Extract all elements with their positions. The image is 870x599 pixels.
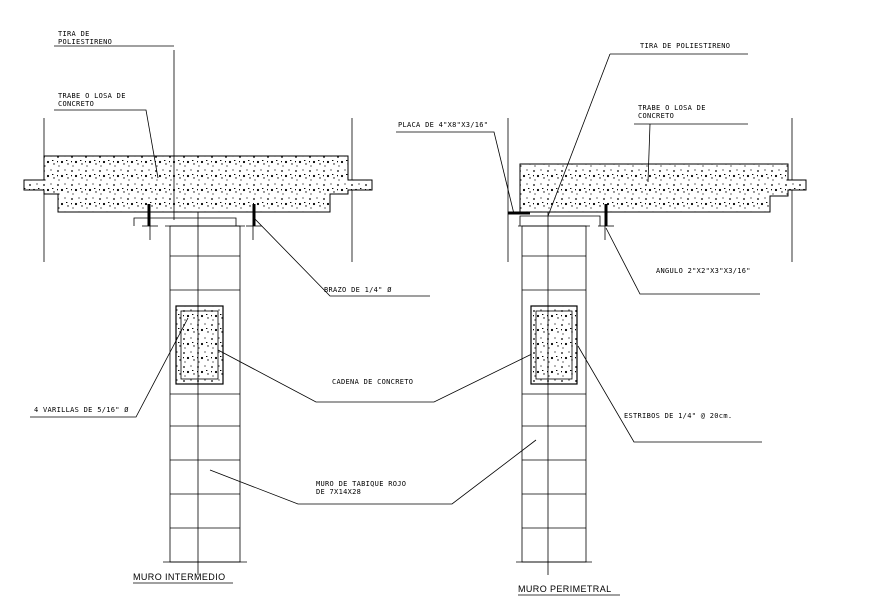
varillas-label: 4 VARILLAS DE 5/16" Ø: [34, 406, 129, 414]
left-detail: TIRA DE POLIESTIRENO TRABE O LOSA DE CON…: [23, 30, 541, 584]
right-concrete-chain: [530, 305, 578, 385]
right-detail: TIRA DE POLIESTIRENO PLACA DE 4"X8"X3/16…: [396, 42, 807, 596]
brazo-label: BRAZO DE 1/4" Ø: [324, 286, 392, 294]
right-detail-title: MURO PERIMETRAL: [518, 584, 612, 594]
left-brick-wall: [163, 225, 247, 563]
left-poly-strip: [133, 217, 237, 226]
brazo-leader: [253, 217, 430, 297]
tira-right-leader: [547, 53, 611, 217]
trabe-right-leader: [647, 123, 651, 183]
tira-right-label: TIRA DE POLIESTIRENO: [640, 42, 730, 50]
right-brick-wall: [516, 225, 592, 563]
angulo-leader: [605, 227, 760, 295]
tira-left-label-1: TIRA DE: [58, 30, 90, 38]
estribos-leader: [577, 345, 762, 443]
left-concrete-chain: [175, 305, 224, 385]
left-concrete-slab: [23, 155, 373, 213]
trabe-left-leader: [54, 109, 159, 179]
muro-label-2: DE 7X14X28: [316, 488, 361, 496]
muro-label-1: MURO DE TABIQUE ROJO: [316, 480, 406, 488]
trabe-left-label-2: CONCRETO: [58, 100, 94, 108]
cadena-label: CADENA DE CONCRETO: [332, 378, 413, 386]
muro-leader: [209, 439, 537, 505]
trabe-right-label-1: TRABE O LOSA DE: [638, 104, 706, 112]
tira-left-label-2: POLIESTIRENO: [58, 38, 112, 46]
estribos-label: ESTRIBOS DE 1/4" @ 20cm.: [624, 412, 732, 420]
angulo-label: ANGULO 2"X2"X3"X3/16": [656, 267, 751, 275]
trabe-right-label-2: CONCRETO: [638, 112, 674, 120]
left-detail-title: MURO INTERMEDIO: [133, 572, 226, 582]
left-stirrup: [180, 310, 219, 380]
right-stirrup: [535, 310, 573, 380]
cadena-leader: [217, 349, 541, 403]
right-concrete-slab: [519, 163, 807, 213]
placa-label: PLACA DE 4"X8"X3/16": [398, 121, 488, 129]
right-poly-strip: [519, 215, 601, 226]
varillas-leader: [30, 317, 189, 418]
trabe-left-label-1: TRABE O LOSA DE: [58, 92, 126, 100]
placa-leader: [396, 131, 515, 215]
